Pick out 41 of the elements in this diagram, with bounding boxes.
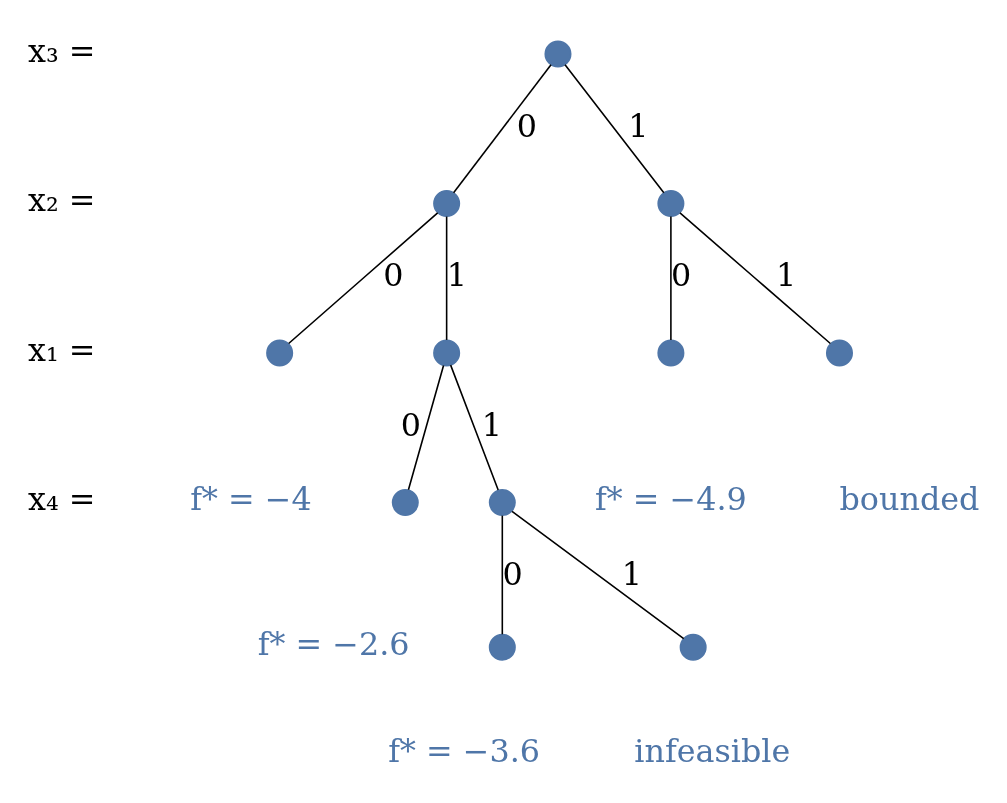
node-label: f* = −3.6 (388, 731, 540, 769)
edge-label: 1 (628, 106, 649, 144)
label: x₃ = (28, 31, 96, 69)
node-circle (825, 339, 853, 367)
node-label: f* = −2.6 (257, 625, 410, 663)
edge-label: 1 (621, 555, 643, 593)
node-circle (657, 189, 685, 217)
node-label: f* = −4.9 (595, 480, 747, 518)
label: x₁ = (28, 330, 96, 368)
node-circle (679, 633, 707, 661)
edge-label: 0 (400, 405, 421, 443)
node-circle (266, 339, 294, 367)
node-circle (433, 189, 461, 217)
node-circle (433, 339, 461, 367)
node-circle (488, 633, 516, 661)
label: x₄ = (28, 480, 96, 518)
edge-label: 1 (446, 256, 468, 294)
node-circle (391, 488, 419, 516)
connector (679, 212, 832, 345)
edge-label: 1 (776, 256, 797, 294)
edge-label: 0 (671, 256, 692, 294)
edge-label: 0 (516, 106, 538, 144)
connector (452, 63, 552, 194)
node-circle (657, 339, 685, 367)
edge-label: 1 (481, 405, 503, 443)
connector (564, 63, 665, 194)
connector (511, 510, 685, 640)
connector (445, 215, 448, 341)
node-label: f* = −4 (190, 480, 312, 518)
node-circle (544, 40, 572, 68)
node-label: bounded (839, 480, 980, 518)
edge-label: 0 (383, 256, 404, 294)
connector (407, 364, 445, 491)
edge-label: 0 (502, 555, 523, 593)
connector (670, 215, 672, 341)
node-circle (488, 488, 516, 516)
connector (449, 364, 499, 491)
connector (287, 212, 439, 345)
node-label: infeasible (634, 731, 791, 769)
label: x₂ = (28, 181, 96, 219)
connector (501, 514, 504, 636)
